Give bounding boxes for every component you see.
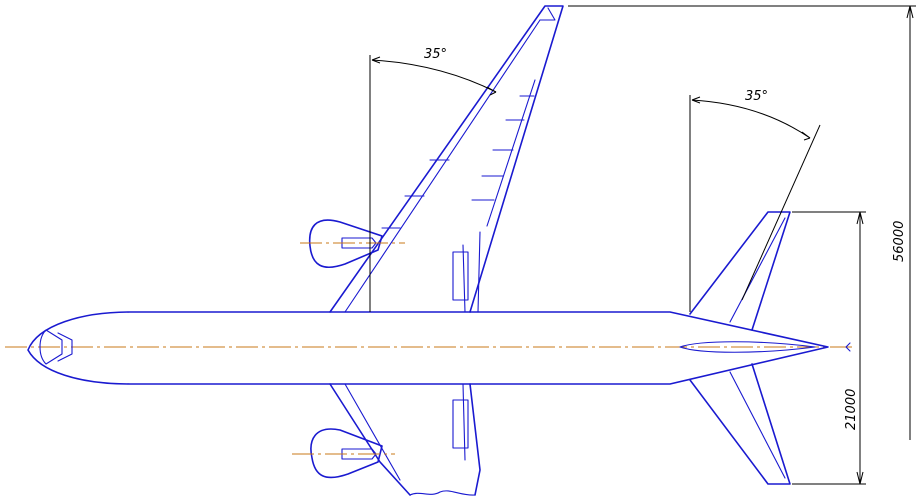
half-span-dimension-label: 56000 — [892, 221, 907, 262]
upper-horizontal-stabilizer — [689, 211, 791, 331]
tail-offset-dimension-label: 21000 — [844, 389, 859, 430]
centerline-end-mark — [845, 342, 851, 352]
fuselage — [27, 311, 829, 385]
tail-offset-dimension-line — [792, 211, 866, 485]
half-span-dimension-line — [568, 5, 916, 440]
wing-sweep-angle-marker — [369, 55, 497, 312]
lower-horizontal-stabilizer — [689, 363, 791, 485]
lower-wing — [329, 383, 481, 496]
tail-sweep-angle-label: 35° — [745, 89, 768, 104]
upper-wing — [329, 5, 564, 313]
wing-sweep-angle-label: 35° — [424, 47, 447, 62]
tail-sweep-angle-marker — [689, 95, 821, 312]
lower-engine-nacelle — [310, 428, 383, 479]
upper-engine-nacelle — [308, 219, 383, 269]
